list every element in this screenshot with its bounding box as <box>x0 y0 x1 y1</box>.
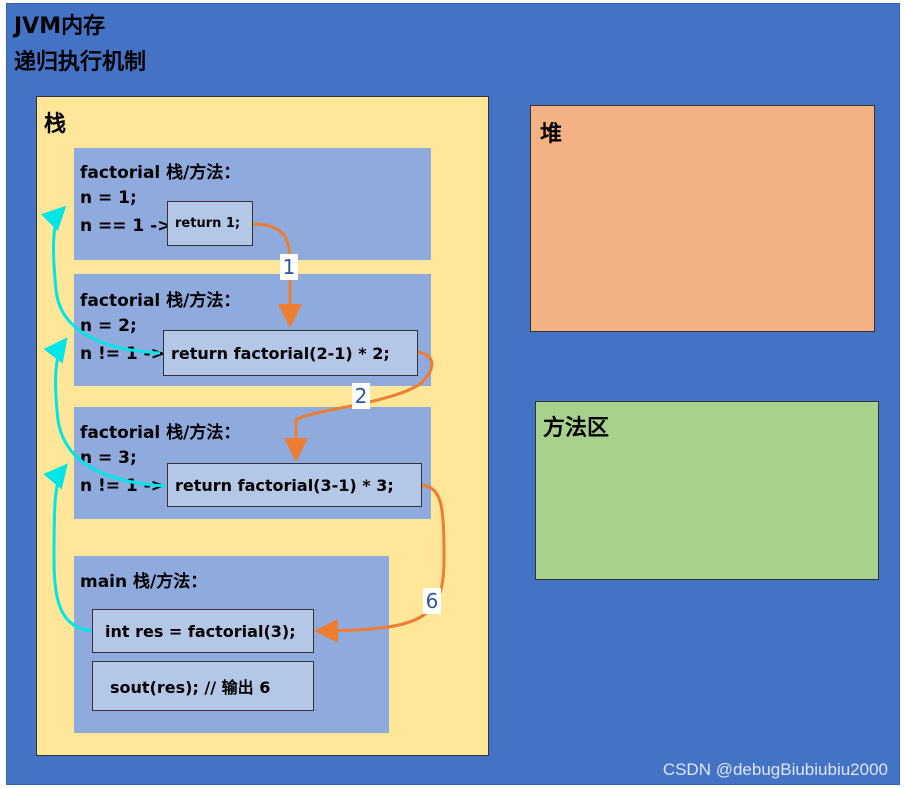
method-area-label: 方法区 <box>543 416 610 441</box>
frame-n3-line2: n != 1 -> <box>80 476 165 496</box>
arrow-label-6: 6 <box>423 588 441 614</box>
frame-n2-line1: n = 2; <box>80 316 137 336</box>
main-frame-header: main 栈/方法： <box>80 572 208 592</box>
sout-res-box: sout(res); // 输出 6 <box>92 661 314 711</box>
return-factorial-3-box: return factorial(3-1) * 3; <box>167 463 422 507</box>
watermark: CSDN @debugBiubiubiu2000 <box>662 760 888 779</box>
frame-n3-line1: n = 3; <box>80 448 137 468</box>
int-res-factorial-box: int res = factorial(3); <box>92 609 314 653</box>
heap-region <box>530 105 875 332</box>
frame-n2-line2: n != 1 -> <box>80 344 165 364</box>
frame-n3-header: factorial 栈/方法： <box>80 423 241 443</box>
frame-n1-line1: n = 1; <box>80 188 137 208</box>
return-1-box: return 1; <box>167 201 253 246</box>
method-area-region <box>535 401 879 580</box>
arrow-label-1: 1 <box>280 254 298 280</box>
frame-n1-header: factorial 栈/方法： <box>80 163 241 183</box>
return-factorial-2-box: return factorial(2-1) * 2; <box>163 330 418 376</box>
arrow-label-2: 2 <box>352 383 370 409</box>
frame-n1-line2: n == 1 -> <box>80 216 172 236</box>
diagram-subtitle: 递归执行机制 <box>14 50 147 75</box>
heap-label: 堆 <box>540 122 563 147</box>
diagram-title: JVM内存 <box>14 14 106 39</box>
stack-label: 栈 <box>44 112 67 137</box>
frame-n2-header: factorial 栈/方法： <box>80 291 241 311</box>
